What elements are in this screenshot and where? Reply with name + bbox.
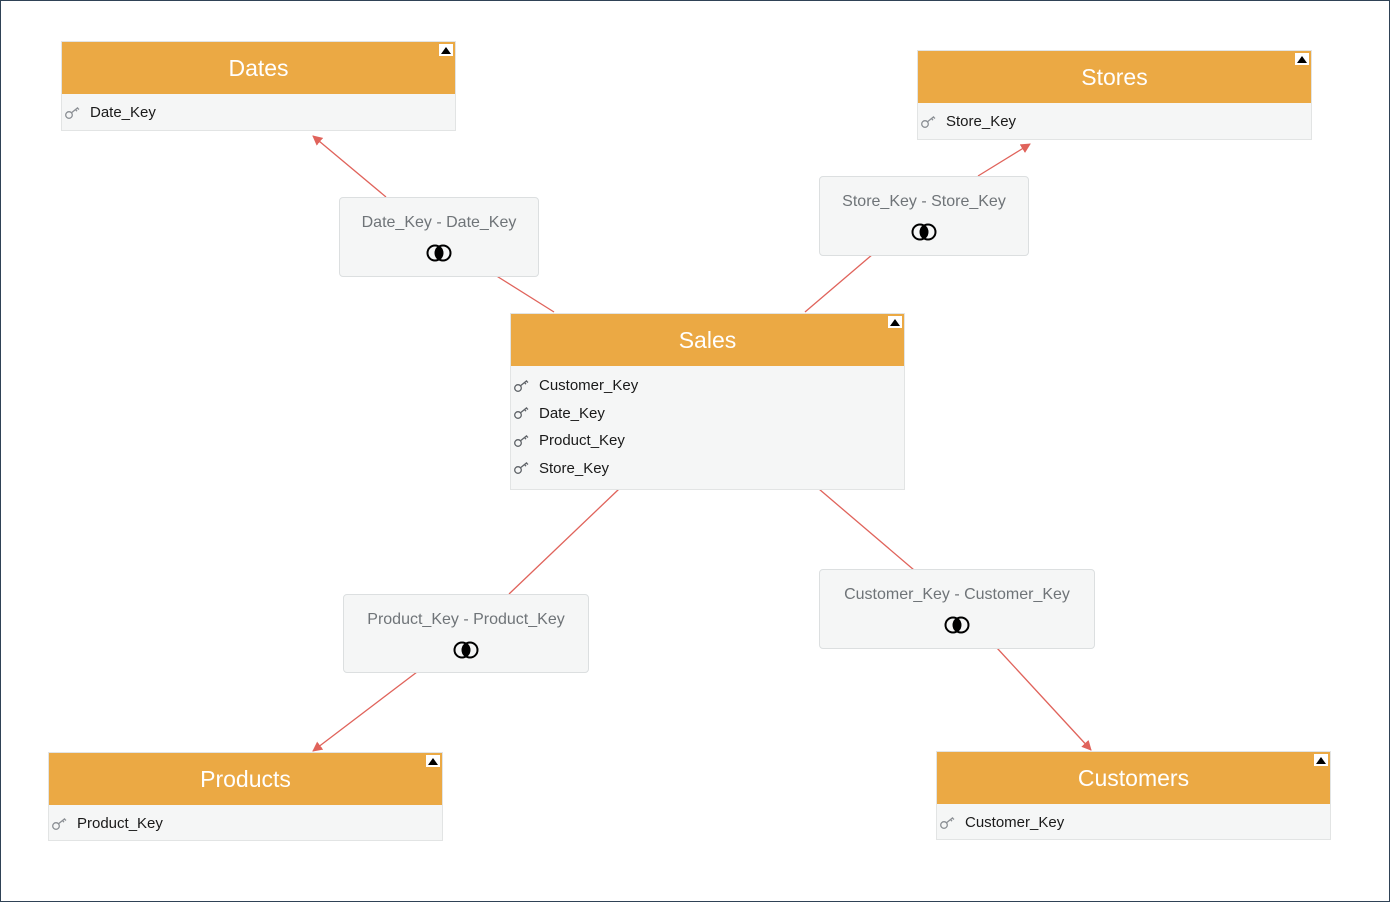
key-icon — [920, 115, 940, 129]
link-customer-to-customers — [996, 647, 1092, 751]
table-header[interactable]: Products — [49, 753, 442, 805]
join-label: Date_Key - Date_Key — [361, 214, 517, 231]
link-sales-to-product-join — [508, 488, 620, 595]
field-list: Date_Key — [62, 94, 455, 130]
key-icon — [64, 106, 84, 120]
field-row[interactable]: Date_Key — [62, 99, 455, 127]
field-row[interactable]: Customer_Key — [937, 809, 1330, 837]
field-row[interactable]: Date_Key — [511, 400, 904, 428]
join-label: Customer_Key - Customer_Key — [844, 586, 1070, 603]
key-icon — [51, 817, 71, 831]
link-date-to-dates — [312, 135, 387, 198]
join-product[interactable]: Product_Key - Product_Key — [343, 594, 589, 673]
inner-join-icon[interactable] — [911, 223, 937, 241]
key-icon — [939, 816, 959, 830]
link-sales-to-date-join — [494, 274, 555, 313]
field-label: Customer_Key — [539, 377, 639, 395]
key-icon — [513, 406, 533, 420]
table-title: Customers — [1077, 764, 1190, 791]
field-label: Store_Key — [539, 459, 610, 477]
table-products[interactable]: Products Product_Key — [48, 752, 443, 841]
collapse-icon[interactable] — [1295, 53, 1309, 65]
table-header[interactable]: Stores — [918, 51, 1311, 103]
collapse-icon[interactable] — [439, 44, 453, 56]
inner-join-icon[interactable] — [453, 641, 479, 659]
inner-join-icon[interactable] — [944, 616, 970, 634]
field-list: Customer_Key — [937, 804, 1330, 839]
collapse-icon[interactable] — [1314, 754, 1328, 766]
field-row[interactable]: Store_Key — [511, 455, 904, 483]
table-customers[interactable]: Customers Customer_Key — [936, 751, 1331, 840]
join-store[interactable]: Store_Key - Store_Key — [819, 176, 1029, 256]
table-header[interactable]: Sales — [511, 314, 904, 366]
table-title: Dates — [228, 54, 289, 81]
key-icon — [513, 461, 533, 475]
join-customer[interactable]: Customer_Key - Customer_Key — [819, 569, 1095, 649]
join-date[interactable]: Date_Key - Date_Key — [339, 197, 539, 277]
table-stores[interactable]: Stores Store_Key — [917, 50, 1312, 140]
key-icon — [513, 434, 533, 448]
key-icon — [513, 379, 533, 393]
inner-join-icon[interactable] — [426, 244, 452, 262]
field-row[interactable]: Product_Key — [49, 810, 442, 838]
field-label: Date_Key — [539, 404, 605, 422]
field-row[interactable]: Product_Key — [511, 427, 904, 455]
field-label: Product_Key — [539, 432, 625, 450]
table-sales[interactable]: Sales Customer_Key Date_Key Product_Key … — [510, 313, 905, 490]
link-store-to-stores — [977, 143, 1031, 177]
field-list: Store_Key — [918, 103, 1311, 139]
link-product-to-products — [312, 671, 418, 752]
field-row[interactable]: Customer_Key — [511, 372, 904, 400]
collapse-icon[interactable] — [426, 755, 440, 767]
table-header[interactable]: Customers — [937, 752, 1330, 804]
table-dates[interactable]: Dates Date_Key — [61, 41, 456, 131]
table-header[interactable]: Dates — [62, 42, 455, 94]
field-label: Store_Key — [946, 113, 1017, 131]
field-label: Customer_Key — [965, 814, 1065, 832]
field-list: Product_Key — [49, 805, 442, 840]
collapse-icon[interactable] — [888, 316, 902, 328]
field-label: Product_Key — [77, 815, 163, 833]
field-row[interactable]: Store_Key — [918, 108, 1311, 136]
join-label: Store_Key - Store_Key — [842, 193, 1006, 210]
join-label: Product_Key - Product_Key — [367, 611, 565, 628]
field-label: Date_Key — [90, 104, 156, 122]
link-sales-to-customer-join — [818, 488, 915, 571]
field-list: Customer_Key Date_Key Product_Key Store_… — [511, 366, 904, 489]
table-title: Products — [200, 765, 291, 792]
table-title: Stores — [1081, 63, 1148, 90]
link-sales-to-store-join — [804, 253, 874, 313]
table-title: Sales — [678, 326, 737, 353]
